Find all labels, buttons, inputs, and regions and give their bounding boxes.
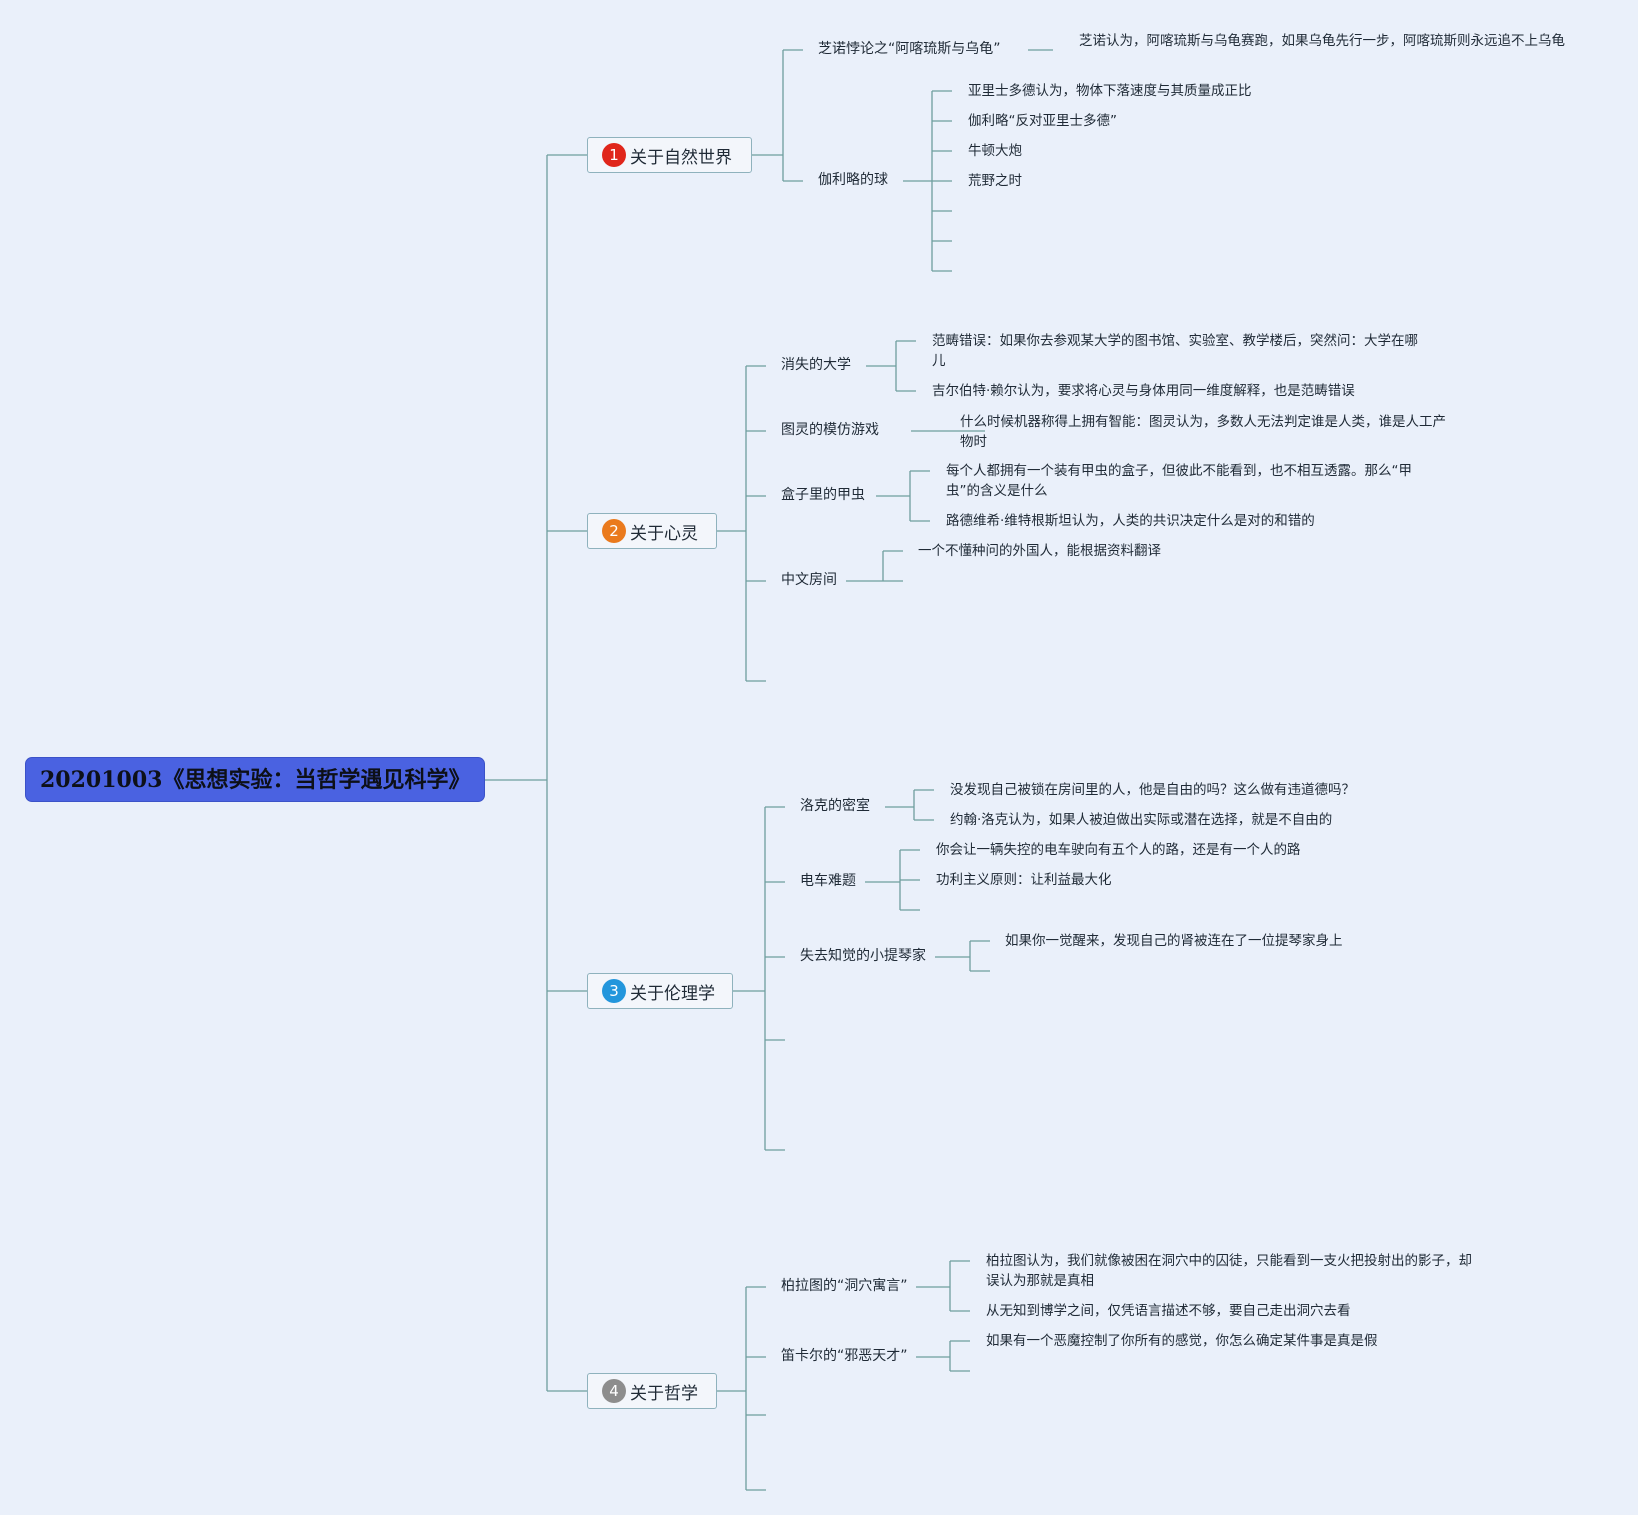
subtopic[interactable]: 柏拉图的“洞穴寓言” [781,1278,908,1294]
leaf-text: 牛顿大炮 [968,143,1022,159]
leaf-text: 没发现自己被锁在房间里的人，他是自由的吗？这么做有违道德吗？ [950,782,1355,798]
leaf-text: 路德维希·维特根斯坦认为，人类的共识决定什么是对的和错的 [946,513,1315,529]
leaf-text: 范畴错误：如果你去参观某大学的图书馆、实验室、教学楼后，突然问：大学在哪儿 [932,333,1418,369]
leaf-text: 从无知到博学之间，仅凭语言描述不够，要自己走出洞穴去看 [986,1303,1351,1319]
subtopic[interactable]: 失去知觉的小提琴家 [800,948,926,964]
topic-number-badge: 3 [602,979,626,1003]
leaf-text: 柏拉图认为，我们就像被困在洞穴中的囚徒，只能看到一支火把投射出的影子，却误认为那… [986,1253,1472,1289]
subtopic[interactable]: 盒子里的甲虫 [781,487,865,503]
leaf-text: 荒野之时 [968,173,1022,189]
subtopic[interactable]: 芝诺悖论之“阿喀琉斯与乌龟” [818,41,1001,57]
leaf-text: 约翰·洛克认为，如果人被迫做出实际或潜在选择，就是不自由的 [950,812,1333,828]
leaf-text: 每个人都拥有一个装有甲虫的盒子，但彼此不能看到，也不相互透露。那么“甲虫”的含义… [946,463,1412,499]
leaf-text: 一个不懂种问的外国人，能根据资料翻译 [918,543,1161,559]
topic-number-badge: 1 [602,143,626,167]
subtopic[interactable]: 中文房间 [781,572,837,588]
subtopic[interactable]: 消失的大学 [781,357,851,373]
leaf-text: 伽利略“反对亚里士多德” [968,113,1117,129]
subtopic[interactable]: 伽利略的球 [818,172,888,188]
topic-label: 关于心灵 [630,523,698,544]
leaf-text: 芝诺认为，阿喀琉斯与乌龟赛跑，如果乌龟先行一步，阿喀琉斯则永远追不上乌龟 [1079,33,1565,49]
root-topic[interactable]: 20201003《思想实验：当哲学遇见科学》 [25,757,485,802]
topic-label: 关于伦理学 [630,983,715,1004]
subtopic[interactable]: 图灵的模仿游戏 [781,422,879,438]
leaf-text: 如果你一觉醒来，发现自己的肾被连在了一位提琴家身上 [1005,933,1343,949]
topic-label: 关于自然世界 [630,147,732,168]
leaf-text: 功利主义原则：让利益最大化 [936,872,1112,888]
leaf-text: 亚里士多德认为，物体下落速度与其质量成正比 [968,83,1252,99]
topic-number-badge: 4 [602,1379,626,1403]
leaf-text: 如果有一个恶魔控制了你所有的感觉，你怎么确定某件事是真是假 [986,1333,1378,1349]
subtopic[interactable]: 洛克的密室 [800,798,870,814]
leaf-text: 吉尔伯特·赖尔认为，要求将心灵与身体用同一维度解释，也是范畴错误 [932,383,1355,399]
topic-number-badge: 2 [602,519,626,543]
leaf-text: 你会让一辆失控的电车驶向有五个人的路，还是有一个人的路 [936,842,1301,858]
leaf-text: 什么时候机器称得上拥有智能：图灵认为，多数人无法判定谁是人类，谁是人工产物时 [960,414,1446,450]
subtopic[interactable]: 笛卡尔的“邪恶天才” [781,1348,908,1364]
topic-label: 关于哲学 [630,1383,698,1404]
subtopic[interactable]: 电车难题 [800,873,856,889]
